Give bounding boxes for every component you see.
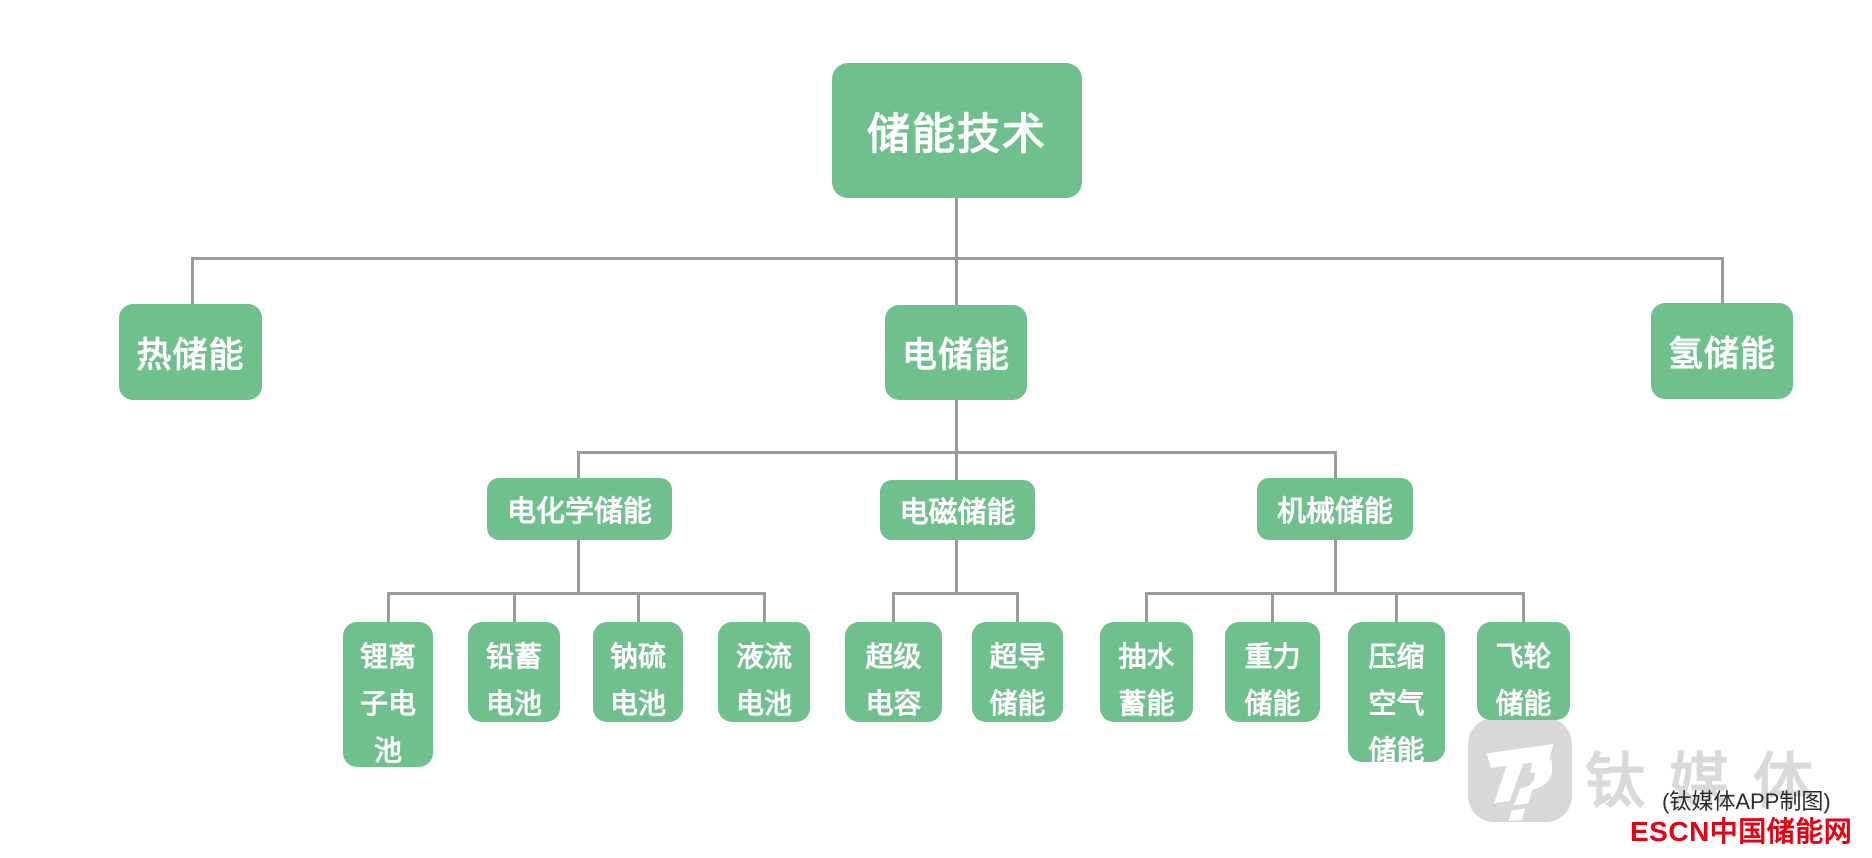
node-lithium-ion-battery: 锂离 子电 池 xyxy=(343,622,433,767)
node-pumped-hydro-storage: 抽水 蓄能 xyxy=(1100,622,1193,722)
tmtpost-brand-watermark: 钛媒体 xyxy=(1585,748,1837,815)
node-compressed-air-storage: 压缩 空气 储能 xyxy=(1348,622,1445,766)
connector-mechanical-down xyxy=(1334,540,1337,594)
connector-to-hydrogen xyxy=(1721,257,1724,304)
connector-to-gravity xyxy=(1271,592,1274,623)
connector-electromagnetic-down xyxy=(955,540,958,594)
connector-to-supercapacitor xyxy=(892,592,895,623)
connector-emag-rail xyxy=(892,592,1019,595)
connector-mech-rail xyxy=(1145,592,1524,595)
connector-to-sodium-sulfur xyxy=(637,592,640,623)
connector-to-caes xyxy=(1395,592,1398,623)
connector-to-electrochemical xyxy=(577,451,580,479)
node-lead-acid-battery: 铅蓄 电池 xyxy=(468,622,560,722)
node-electromagnetic-storage: 电磁储能 xyxy=(880,480,1035,540)
node-thermal-storage: 热储能 xyxy=(119,304,262,400)
connector-to-mechanical xyxy=(1334,451,1337,479)
connector-to-flow-battery xyxy=(763,592,766,623)
connector-to-thermal xyxy=(191,257,194,305)
node-flow-battery: 液流 电池 xyxy=(718,622,810,722)
node-gravity-storage: 重力 储能 xyxy=(1225,622,1320,722)
node-sodium-sulfur-battery: 钠硫 电池 xyxy=(593,622,683,722)
connector-electrical-down xyxy=(955,400,958,453)
connector-to-smes xyxy=(1016,592,1019,623)
connector-root-down xyxy=(955,198,958,258)
node-energy-storage-technology: 储能技术 xyxy=(832,63,1082,198)
tmtpost-logo xyxy=(1468,718,1572,822)
tmtpost-logo-icon xyxy=(1486,744,1554,821)
node-mechanical-storage: 机械储能 xyxy=(1257,478,1413,540)
node-flywheel-storage: 飞轮 储能 xyxy=(1477,622,1570,720)
node-electrochemical-storage: 电化学储能 xyxy=(487,478,672,540)
connector-to-electrical xyxy=(955,257,958,306)
connector-to-flywheel xyxy=(1522,592,1525,623)
chart-credit-text: (钛媒体APP制图) xyxy=(1662,789,1831,814)
connector-electrochemical-down xyxy=(577,540,580,594)
node-hydrogen-storage: 氢储能 xyxy=(1651,303,1793,399)
connector-to-electromagnetic xyxy=(955,451,958,481)
connector-to-lead-acid xyxy=(513,592,516,623)
node-superconducting-storage: 超导 储能 xyxy=(972,622,1063,722)
node-supercapacitor: 超级 电容 xyxy=(845,622,942,722)
connector-battery-rail xyxy=(387,592,766,595)
connector-to-pumped-hydro xyxy=(1145,592,1148,623)
node-electrical-storage: 电储能 xyxy=(885,305,1027,400)
connector-to-liion xyxy=(387,592,390,623)
escn-watermark: ESCN中国储能网 xyxy=(1630,816,1853,847)
